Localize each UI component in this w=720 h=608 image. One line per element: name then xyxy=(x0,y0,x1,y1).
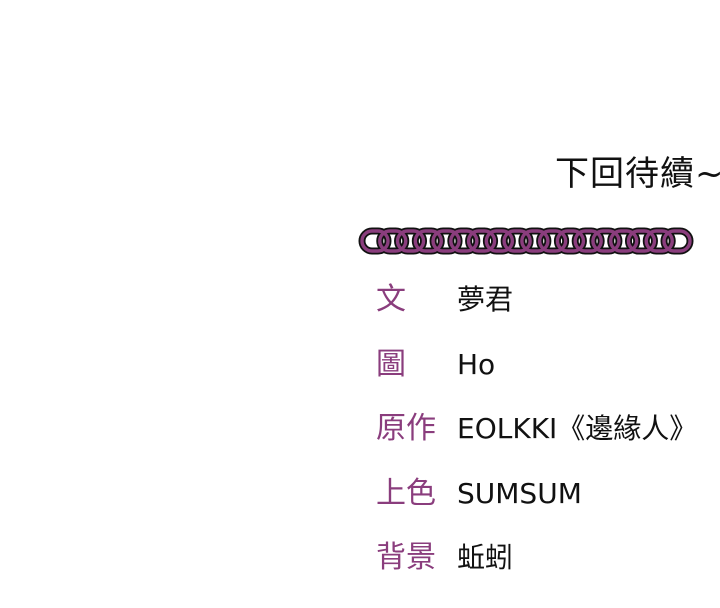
credit-name: 蚯蚓 xyxy=(457,541,514,574)
chain-link-highlight xyxy=(360,229,390,253)
credit-role: 原作 xyxy=(376,411,436,446)
chain-link-highlight xyxy=(626,229,657,253)
chain-link-highlight xyxy=(537,229,568,253)
credit-row-colorist: 上色 SUMSUM xyxy=(376,470,706,535)
credit-name: 夢君 xyxy=(457,283,514,316)
chain-link-highlight xyxy=(413,229,443,253)
chain-link-highlight xyxy=(378,229,408,253)
chain-link-highlight xyxy=(644,229,674,253)
chain-link-highlight xyxy=(449,229,479,253)
chain-link-highlight xyxy=(573,229,603,253)
credit-name: Ho xyxy=(457,347,496,381)
chain-divider-icon xyxy=(358,227,694,255)
credit-name: SUMSUM xyxy=(457,476,582,510)
chain-link-highlight xyxy=(555,229,586,253)
chain-link-highlight xyxy=(431,229,461,253)
to-be-continued-text: 下回待續~ xyxy=(555,154,720,194)
credit-row-background: 背景 蚯蚓 xyxy=(376,534,706,599)
chain-link-highlight xyxy=(502,229,532,253)
chain-link-highlight xyxy=(466,229,497,253)
chain-link-highlight xyxy=(484,229,515,253)
chain-link-highlight xyxy=(662,229,692,253)
credit-role: 文 xyxy=(376,282,406,317)
credit-row-writer: 文 夢君 xyxy=(376,276,706,341)
credit-role: 上色 xyxy=(376,475,436,511)
credit-row-artist: 圖 Ho xyxy=(376,341,706,406)
credit-row-original-author: 原作 EOLKKI《邊緣人》 xyxy=(376,405,706,470)
credit-role: 背景 xyxy=(376,540,436,575)
credits-list: 文 夢君 圖 Ho 原作 EOLKKI《邊緣人》 上色 SUMSUM 背景 蚯蚓 xyxy=(376,276,706,599)
credit-role: 圖 xyxy=(376,346,406,382)
chain-link-highlight xyxy=(520,229,550,253)
credit-name: EOLKKI《邊緣人》 xyxy=(457,412,698,445)
chain-link-highlight xyxy=(395,229,426,253)
chain-link-highlight xyxy=(609,229,639,253)
chain-link-highlight xyxy=(591,229,621,253)
